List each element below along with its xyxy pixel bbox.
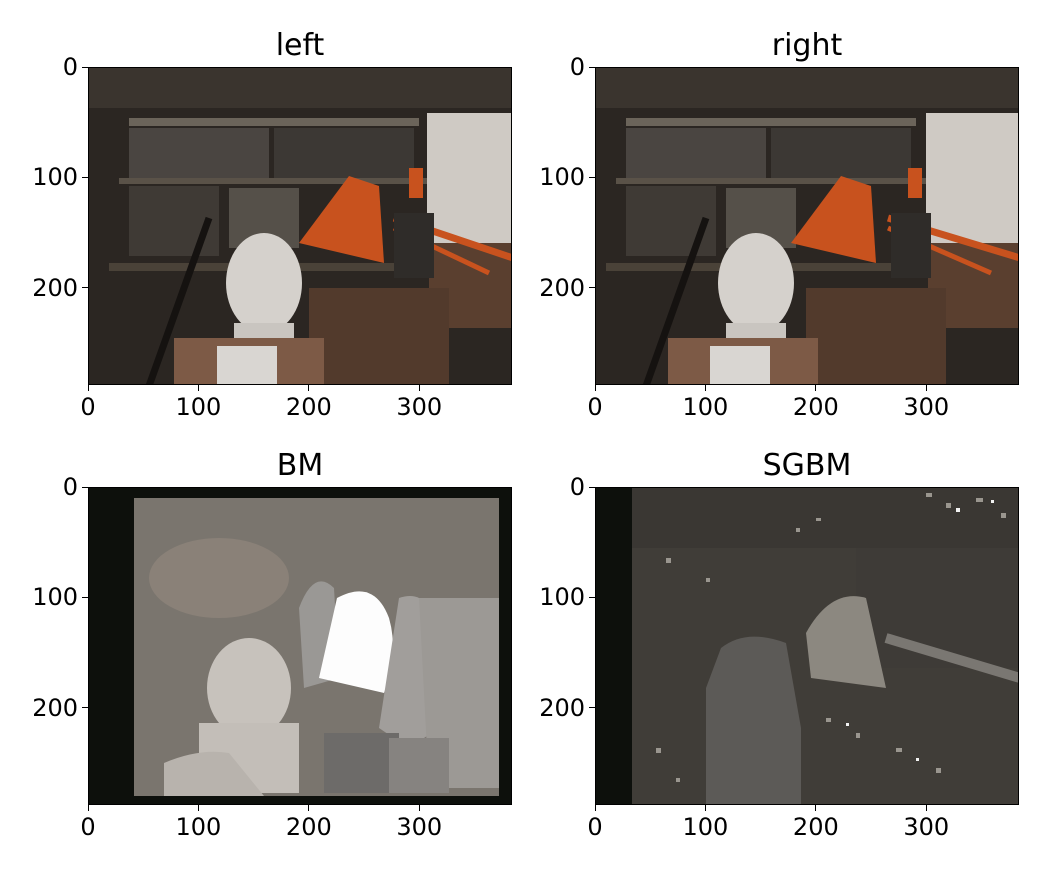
panel-title-bm: BM (276, 448, 324, 483)
sgbm-xtick-mark (815, 805, 817, 811)
left-xtick-label: 300 (396, 393, 443, 421)
sgbm-disparity-axes (595, 487, 1019, 805)
right-ytick-label: 0 (569, 53, 585, 81)
sgbm-xtick-label: 100 (682, 813, 729, 841)
right-photo (596, 68, 1018, 384)
left-xtick-mark (308, 385, 310, 391)
bm-ytick-label: 0 (62, 473, 78, 501)
left-ytick-label: 0 (62, 53, 78, 81)
bm-xtick-mark (418, 805, 420, 811)
right-xtick-mark (594, 385, 596, 391)
right-xtick-mark (704, 385, 706, 391)
right-ytick-label: 200 (539, 273, 585, 302)
left-xtick-mark (197, 385, 199, 391)
panel-title-left: left (275, 28, 325, 63)
left-xtick-label: 0 (80, 393, 96, 421)
right-xtick-label: 300 (903, 393, 950, 421)
right-ytick-label: 100 (539, 163, 585, 192)
bm-ytick-label: 200 (32, 693, 78, 722)
sgbm-xtick-label: 200 (792, 813, 839, 841)
bm-xtick-label: 200 (285, 813, 332, 841)
bm-xtick-mark (87, 805, 89, 811)
left-ytick-mark (82, 287, 88, 289)
left-ytick-mark (82, 176, 88, 178)
bm-ytick-label: 100 (32, 583, 78, 612)
sgbm-ytick-mark (589, 707, 595, 709)
bm-ytick-mark (82, 596, 88, 598)
bm-ytick-mark (82, 707, 88, 709)
sgbm-ytick-label: 100 (539, 583, 585, 612)
right-xtick-label: 100 (682, 393, 729, 421)
bm-ytick-mark (82, 486, 88, 488)
sgbm-ytick-label: 0 (569, 473, 585, 501)
sgbm-ytick-mark (589, 596, 595, 598)
bm-disparity-map (89, 488, 511, 804)
sgbm-xtick-mark (594, 805, 596, 811)
left-xtick-label: 100 (175, 393, 222, 421)
sgbm-ytick-mark (589, 486, 595, 488)
sgbm-ytick-label: 200 (539, 693, 585, 722)
right-ytick-mark (589, 66, 595, 68)
right-xtick-mark (925, 385, 927, 391)
right-xtick-label: 0 (587, 393, 603, 421)
sgbm-xtick-mark (704, 805, 706, 811)
sgbm-xtick-label: 300 (903, 813, 950, 841)
right-xtick-label: 200 (792, 393, 839, 421)
sgbm-xtick-mark (925, 805, 927, 811)
left-ytick-mark (82, 66, 88, 68)
left-xtick-mark (87, 385, 89, 391)
left-ytick-label: 200 (32, 273, 78, 302)
panel-title-right: right (771, 28, 843, 63)
right-ytick-mark (589, 287, 595, 289)
bm-xtick-mark (197, 805, 199, 811)
left-photo (89, 68, 511, 384)
left-xtick-label: 200 (285, 393, 332, 421)
bm-disparity-axes (88, 487, 512, 805)
sgbm-xtick-label: 0 (587, 813, 603, 841)
bm-xtick-label: 0 (80, 813, 96, 841)
left-ytick-label: 100 (32, 163, 78, 192)
right-ytick-mark (589, 176, 595, 178)
bm-xtick-label: 300 (396, 813, 443, 841)
left-xtick-mark (418, 385, 420, 391)
panel-title-sgbm: SGBM (762, 448, 852, 483)
sgbm-disparity-map (596, 488, 1018, 804)
right-xtick-mark (815, 385, 817, 391)
right-image-axes (595, 67, 1019, 385)
left-image-axes (88, 67, 512, 385)
bm-xtick-label: 100 (175, 813, 222, 841)
bm-xtick-mark (308, 805, 310, 811)
